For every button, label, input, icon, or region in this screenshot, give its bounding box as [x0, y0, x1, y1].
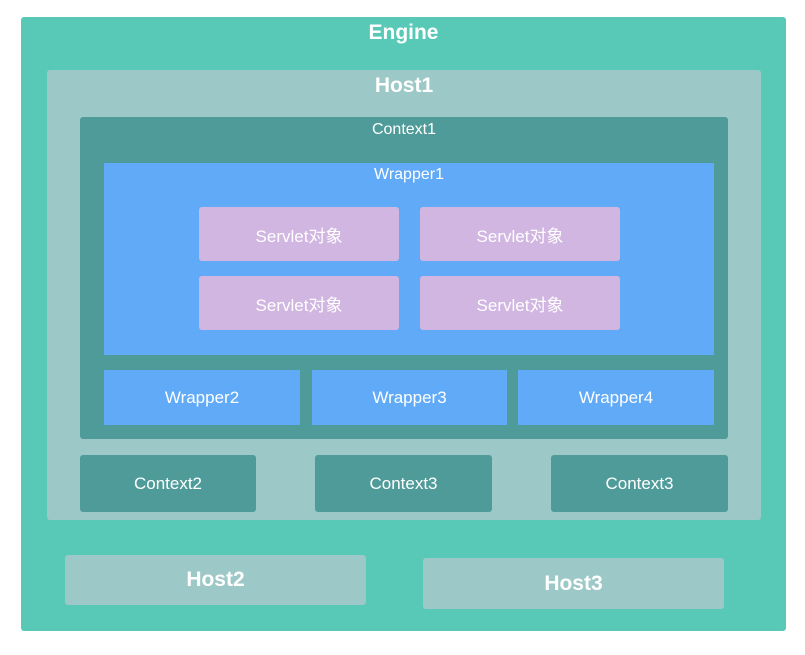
context3-label: Context3 — [369, 473, 438, 493]
wrapper3-label: Wrapper3 — [372, 387, 447, 407]
wrapper1-container: Wrapper1 — [104, 163, 714, 355]
servlet-box-4: Servlet对象 — [420, 276, 620, 330]
servlet-box-1: Servlet对象 — [199, 207, 399, 261]
servlet-label: Servlet对象 — [255, 295, 343, 315]
context2-label: Context2 — [133, 473, 203, 493]
host2-box: Host2 — [65, 555, 366, 605]
wrapper1-label: Wrapper1 — [374, 166, 444, 183]
context3-box: Context3 — [315, 455, 492, 512]
engine-label: Engine — [368, 21, 439, 44]
servlet-box-3: Servlet对象 — [199, 276, 399, 330]
host3-label: Host3 — [544, 571, 603, 595]
context3-second-label: Context3 — [605, 473, 674, 493]
wrapper2-label: Wrapper2 — [164, 387, 240, 407]
servlet-label: Servlet对象 — [255, 226, 343, 246]
wrapper3-box: Wrapper3 — [312, 370, 507, 425]
host3-box: Host3 — [423, 558, 724, 609]
context2-box: Context2 — [80, 455, 256, 512]
context3-second-box: Context3 — [551, 455, 728, 512]
servlet-box-2: Servlet对象 — [420, 207, 620, 261]
wrapper4-label: Wrapper4 — [578, 387, 654, 407]
servlet-label: Servlet对象 — [476, 295, 564, 315]
host2-label: Host2 — [186, 568, 245, 591]
wrapper4-box: Wrapper4 — [518, 370, 714, 425]
servlet-label: Servlet对象 — [476, 226, 564, 246]
host1-label: Host1 — [374, 74, 434, 97]
wrapper2-box: Wrapper2 — [104, 370, 300, 425]
context1-label: Context1 — [371, 121, 437, 138]
